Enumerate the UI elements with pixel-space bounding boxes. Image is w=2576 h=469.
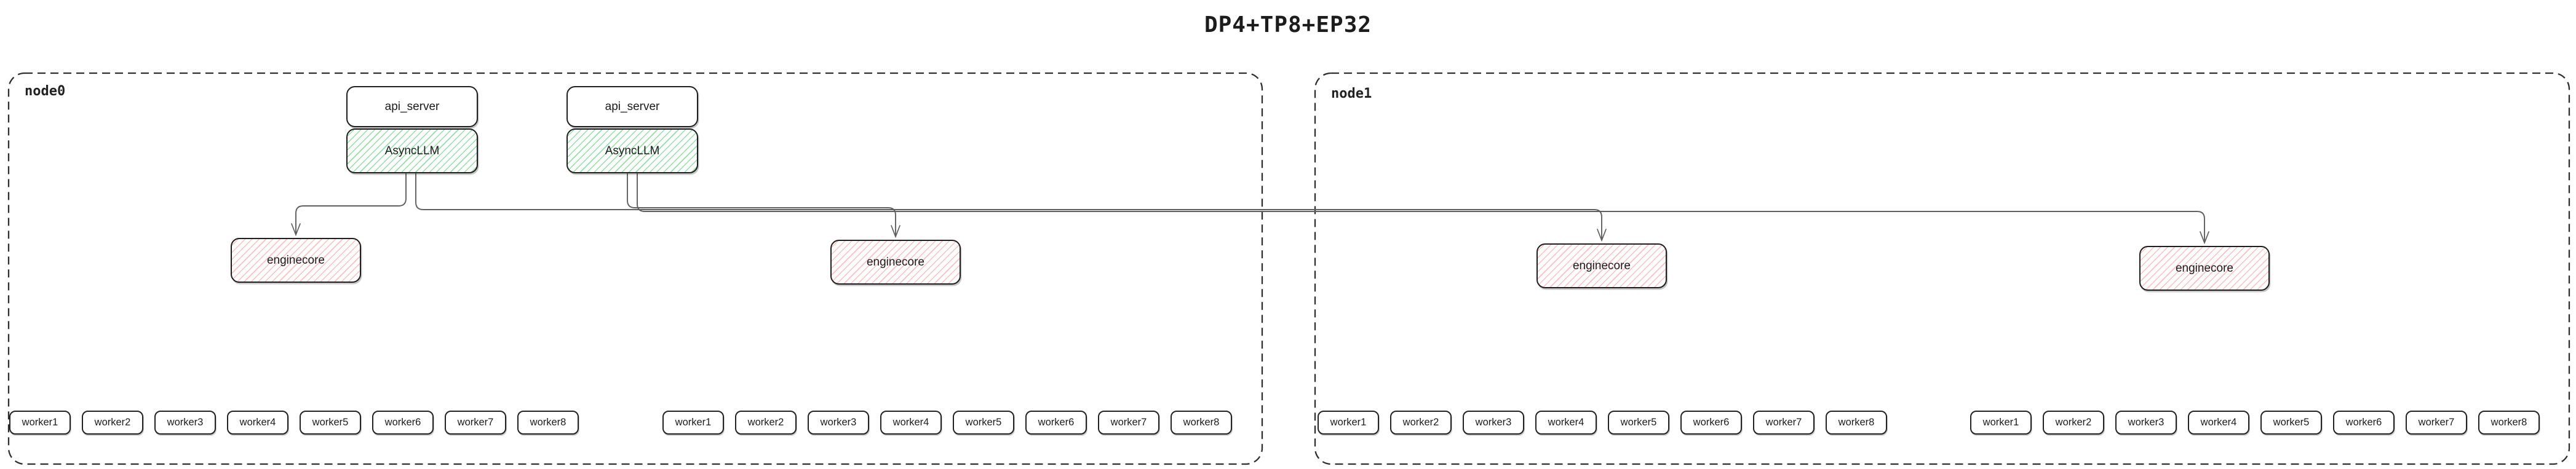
worker-box: worker5 [2260,411,2322,435]
edge-asyncllm2-to-enginecore4 [637,173,2209,245]
node1-label: node1 [1331,86,1372,101]
enginecore-box-2: enginecore [830,240,961,285]
worker-box: worker3 [808,411,869,435]
enginecore-box-4: enginecore [2139,246,2270,291]
worker-box: worker4 [2188,411,2249,435]
worker-box: worker6 [2333,411,2395,435]
worker-box: worker8 [517,411,579,435]
worker-box: worker2 [735,411,797,435]
asyncllm-box-2: AsyncLLM [566,128,698,173]
worker-box: worker8 [1171,411,1232,435]
edge-asyncllm2-to-enginecore2 [627,173,900,238]
node0-worker-group-1: worker1 worker2 worker3 worker4 worker5 worke… [9,411,579,435]
node0-label: node0 [25,84,66,99]
worker-box: worker3 [154,411,216,435]
worker-box: worker6 [372,411,434,435]
api-server-box-2: api_server [566,86,698,127]
api-server-box-1: api_server [346,86,478,127]
worker-box: worker7 [2406,411,2467,435]
node0-boundary [7,72,1263,465]
node1-boundary [1314,72,2570,465]
worker-box: worker1 [1318,411,1379,435]
worker-box: worker2 [1390,411,1452,435]
worker-box: worker5 [300,411,361,435]
worker-box: worker7 [445,411,506,435]
edge-asyncllm1-to-enginecore1 [291,173,407,237]
worker-box: worker1 [1970,411,2032,435]
worker-box: worker3 [1463,411,1524,435]
worker-box: worker5 [1608,411,1669,435]
worker-box: worker3 [2115,411,2177,435]
asyncllm-box-1: AsyncLLM [346,128,478,173]
worker-box: worker4 [227,411,288,435]
worker-box: worker8 [2478,411,2540,435]
worker-box: worker8 [1826,411,1887,435]
worker-box: worker7 [1098,411,1159,435]
worker-box: worker6 [1025,411,1087,435]
worker-box: worker4 [880,411,942,435]
enginecore-box-3: enginecore [1536,243,1667,288]
enginecore-box-1: enginecore [231,238,361,283]
node0-worker-group-2: worker1 worker2 worker3 worker4 worker5 worke… [662,411,1232,435]
worker-box: worker2 [2043,411,2104,435]
diagram-title: DP4+TP8+EP32 [1204,12,1372,37]
node1-worker-group-2: worker1 worker2 worker3 worker4 worker5 worke… [1970,411,2540,435]
worker-box: worker5 [953,411,1014,435]
worker-box: worker1 [662,411,724,435]
worker-box: worker7 [1753,411,1815,435]
node1-worker-group-1: worker1 worker2 worker3 worker4 worker5 worke… [1318,411,1887,435]
edge-asyncllm1-to-enginecore3 [415,173,1607,242]
worker-box: worker6 [1680,411,1742,435]
worker-box: worker2 [82,411,143,435]
worker-box: worker1 [9,411,71,435]
worker-box: worker4 [1535,411,1597,435]
